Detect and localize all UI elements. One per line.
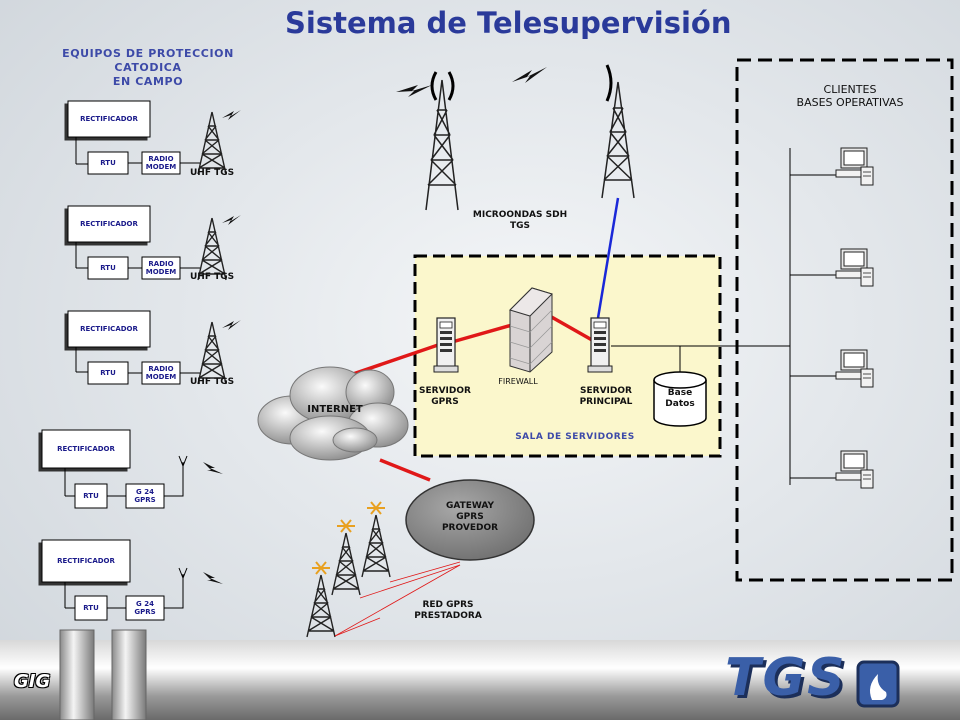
pipe-footer	[0, 640, 960, 720]
pipe-flange-right	[111, 629, 147, 720]
firewall-icon	[509, 287, 553, 373]
uhf-link-label-1: UHF TGS	[190, 168, 235, 178]
gprs-antenna-icons	[312, 501, 385, 575]
gprs-unit-1	[41, 429, 223, 509]
microwave-tower-left	[425, 71, 459, 211]
microwave-tower-right	[601, 64, 635, 199]
field-equipment-title: EQUIPOS DE PROTECCION CATODICA EN CAMPO	[28, 47, 268, 89]
uhf-link-label-2: UHF TGS	[190, 272, 235, 282]
microwave-link	[596, 197, 620, 319]
flame-glyph	[870, 674, 887, 700]
pipe-flange-left	[59, 629, 95, 720]
gprs-radio-links	[334, 561, 461, 637]
page-title: Sistema de Telesupervisión	[285, 6, 732, 40]
client-computer-icon-2	[835, 248, 874, 287]
client-computer-icon-1	[835, 147, 874, 186]
tgs-logo: TGS	[725, 648, 847, 708]
microwave-signal-icons	[396, 67, 547, 97]
uhf-unit-2	[67, 205, 227, 281]
server-room-label: SALA DE SERVIDORES	[515, 432, 635, 442]
gprs-server-icon	[433, 317, 459, 373]
field-equipment-title-line1: EQUIPOS DE PROTECCION CATODICA	[62, 47, 234, 74]
uhf-link-label-3: UHF TGS	[190, 377, 235, 387]
uhf-unit-1	[67, 100, 227, 175]
gig-logo: GIG	[14, 671, 51, 692]
gprs-unit-2	[41, 539, 223, 621]
uhf-signal-icons	[222, 110, 241, 330]
client-bus	[789, 148, 836, 485]
firewall-label: FIREWALL	[498, 377, 538, 386]
database-icon	[653, 371, 707, 427]
internet-cloud-icon	[257, 366, 409, 461]
client-computer-icon-4	[835, 450, 874, 489]
gateway-icon	[405, 479, 535, 561]
client-computer-icon-3	[835, 349, 874, 388]
clients-area	[735, 58, 954, 582]
main-server-icon	[587, 317, 613, 373]
internet-label: INTERNET	[307, 404, 363, 415]
uhf-unit-3	[67, 310, 227, 385]
field-equipment-title-line2: EN CAMPO	[112, 75, 184, 88]
